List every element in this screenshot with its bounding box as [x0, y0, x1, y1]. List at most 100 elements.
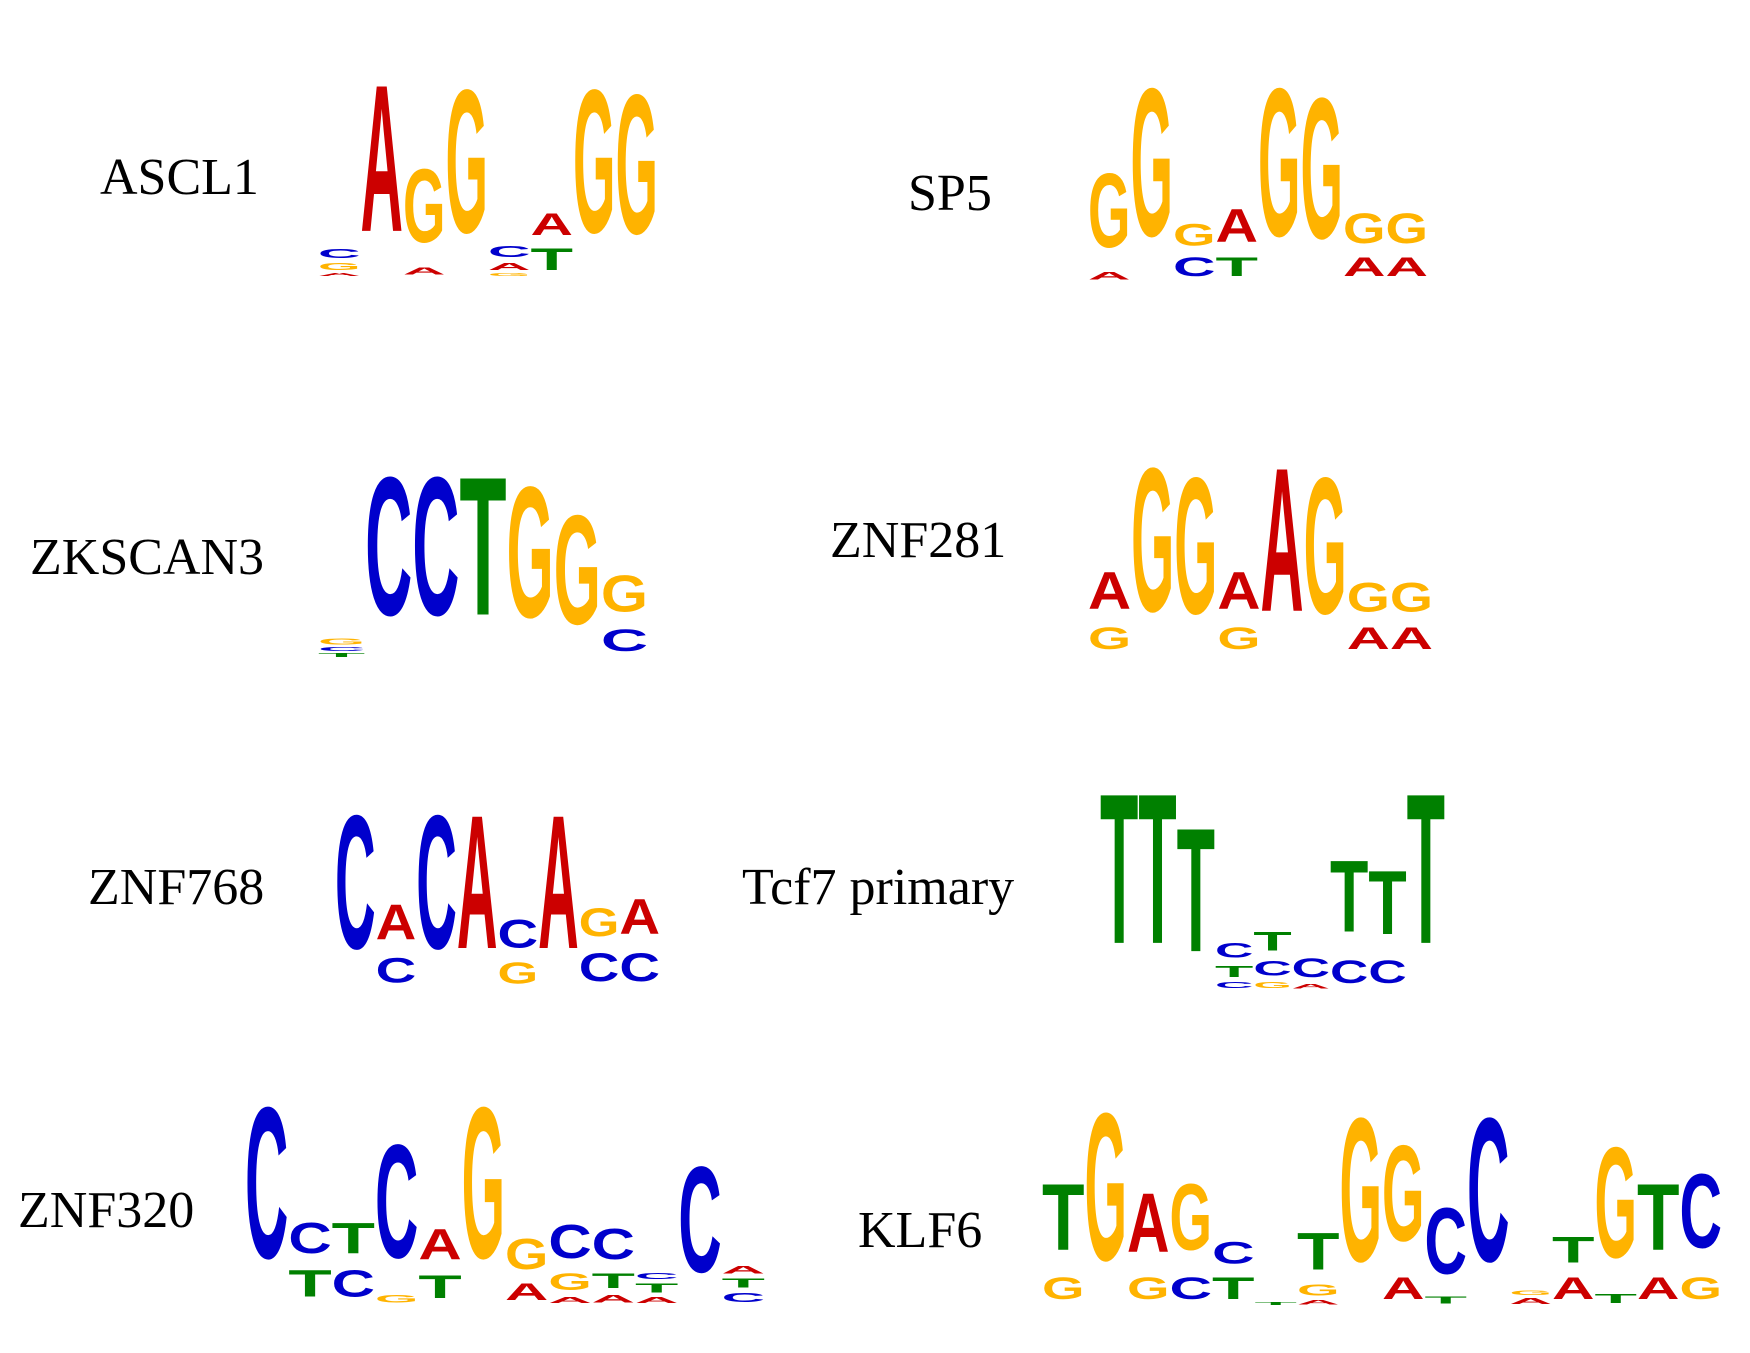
logo-klf6-pos9-A: A: [1382, 1271, 1424, 1306]
logo-sp5-pos7-G: G: [1343, 206, 1386, 253]
logo-klf6-pos16-G: G: [1680, 1271, 1722, 1306]
logo-klf6-pos1-T: T: [1042, 1164, 1084, 1270]
logo-klf6-pos14-T: T: [1595, 1292, 1638, 1306]
logo-klf6-pos12-A: A: [1510, 1297, 1552, 1306]
logo-zkscan3-pos3-C: C: [412, 437, 459, 657]
logo-znf320-pos7-G: G: [505, 1230, 548, 1279]
logo-znf320-pos2-T: T: [288, 1263, 332, 1305]
logo-sp5-pos1-A: A: [1088, 270, 1130, 282]
logo-ascl1-pos2-A: A: [361, 42, 403, 276]
logo-klf6-pos16-C: C: [1680, 1154, 1722, 1271]
logo-ascl1-pos6-T: T: [531, 242, 574, 277]
logo-klf6-pos3-A: A: [1127, 1177, 1169, 1271]
logo-tcf7-primary-pos1-T: T: [1100, 750, 1138, 989]
logo-znf281-pos3-G: G: [1174, 438, 1217, 656]
logo-tcf7-primary-pos5-C: C: [1253, 956, 1291, 980]
logo-zkscan3-pos5-G: G: [507, 449, 554, 658]
motif-label-sp5: SP5: [908, 165, 992, 222]
logo-klf6-pos4-C: C: [1170, 1271, 1212, 1306]
logo-ascl1-pos5-C: C: [488, 243, 531, 261]
logo-znf281-pos2-G: G: [1131, 425, 1174, 654]
logo-znf768-pos4-A: A: [457, 776, 498, 989]
logo-klf6-pos15-T: T: [1637, 1164, 1679, 1270]
logo-tcf7-primary-pos4-C: C: [1215, 981, 1253, 990]
logo-znf768-pos3-C: C: [416, 776, 457, 989]
logo-ascl1-pos7-G: G: [573, 46, 615, 276]
logo-znf320-pos11-C: C: [678, 1136, 721, 1304]
logo-ascl1-pos1-A: A: [318, 272, 360, 277]
motif-label-zkscan3: ZKSCAN3: [30, 529, 265, 586]
logo-zkscan3-pos7-G: G: [601, 565, 648, 623]
logo-znf320-pos3-T: T: [332, 1215, 375, 1263]
logo-znf281-pos7-A: A: [1347, 621, 1390, 656]
logo-klf6-pos2-G: G: [1085, 1069, 1127, 1304]
logo-znf768-pos7-G: G: [579, 900, 620, 945]
logo-sp5-pos8-G: G: [1386, 206, 1429, 253]
logo-sp5-pos1-G: G: [1088, 151, 1130, 269]
logo-sp5-pos3-G: G: [1173, 218, 1215, 253]
logo-znf320-pos3-C: C: [332, 1263, 375, 1305]
logo-ascl1-pos6-A: A: [531, 206, 573, 241]
logo-sp5-pos4-T: T: [1216, 253, 1258, 283]
logo-tcf7-primary-pos8-C: C: [1368, 954, 1406, 990]
logo-znf320-pos12-A: A: [722, 1264, 765, 1276]
logo-zkscan3-pos2-C: C: [365, 437, 412, 657]
logo-tcf7-primary-pos7-C: C: [1330, 954, 1368, 990]
logo-ascl1-pos8-G: G: [616, 53, 658, 275]
logo-zkscan3-pos1-T: T: [318, 652, 365, 658]
logo-znf281-pos4-A: A: [1217, 561, 1260, 620]
logo-ascl1-pos3-A: A: [403, 265, 445, 277]
logo-znf320-pos8-G: G: [548, 1269, 591, 1296]
logo-znf320-pos1-C: C: [245, 1061, 288, 1304]
logo-tcf7-primary-pos5-T: T: [1253, 927, 1291, 957]
motif-label-tcf7-primary: Tcf7 primary: [742, 859, 1015, 916]
logo-klf6-pos11-C: C: [1467, 1076, 1510, 1306]
logo-znf281-pos8-G: G: [1390, 574, 1433, 621]
logo-tcf7-primary-pos7-T: T: [1330, 839, 1368, 953]
logo-znf320-pos8-C: C: [548, 1214, 591, 1268]
logo-klf6-pos9-G: G: [1382, 1118, 1424, 1270]
logo-ascl1-pos3-G: G: [403, 147, 445, 265]
motif-label-ascl1: ASCL1: [100, 149, 259, 206]
logo-znf768-pos2-A: A: [376, 895, 417, 951]
motif-label-znf281: ZNF281: [830, 512, 1007, 569]
logo-znf768-pos5-C: C: [498, 912, 539, 956]
logo-znf320-pos6-G: G: [462, 1063, 505, 1304]
logo-ascl1-pos1-C: C: [318, 247, 361, 261]
logo-zkscan3-pos1-C: C: [318, 646, 365, 652]
logo-znf320-pos9-C: C: [592, 1221, 635, 1269]
logo-sp5-pos3-C: C: [1173, 252, 1216, 282]
logo-znf281-pos1-G: G: [1088, 620, 1131, 656]
logo-tcf7-primary-pos3-T: T: [1177, 793, 1215, 990]
logo-klf6-pos3-G: G: [1127, 1271, 1169, 1306]
logo-klf6-pos8-G: G: [1340, 1075, 1382, 1305]
logo-klf6-pos12-G: G: [1510, 1290, 1552, 1297]
logo-znf320-pos5-T: T: [418, 1268, 462, 1304]
logo-ascl1-pos5-G: G: [488, 272, 531, 277]
logo-klf6-pos6-T: T: [1255, 1301, 1297, 1306]
logo-znf281-pos8-A: A: [1390, 621, 1433, 656]
logo-sp5-pos5-G: G: [1258, 44, 1300, 281]
logo-znf281-pos1-A: A: [1088, 561, 1131, 620]
logo-znf320-pos9-A: A: [592, 1293, 635, 1305]
logo-klf6-pos7-T: T: [1297, 1223, 1340, 1282]
logo-zkscan3-pos1-G: G: [318, 637, 365, 646]
logo-ascl1-pos4-G: G: [446, 46, 488, 276]
logo-znf281-pos7-G: G: [1347, 574, 1390, 621]
logo-znf320-pos2-C: C: [288, 1215, 331, 1263]
logo-znf281-pos4-G: G: [1217, 620, 1260, 656]
logo-tcf7-primary-pos6-A: A: [1292, 983, 1330, 990]
logo-klf6-pos13-A: A: [1552, 1271, 1594, 1306]
logo-tcf7-primary-pos4-C: C: [1215, 938, 1253, 962]
logo-tcf7-primary-pos4-T: T: [1215, 962, 1253, 980]
logo-tcf7-primary-pos2-T: T: [1138, 750, 1176, 989]
logo-sp5-pos7-A: A: [1343, 252, 1386, 282]
logo-tcf7-primary-pos5-G: G: [1253, 981, 1291, 990]
logo-tcf7-primary-pos8-T: T: [1368, 851, 1406, 953]
